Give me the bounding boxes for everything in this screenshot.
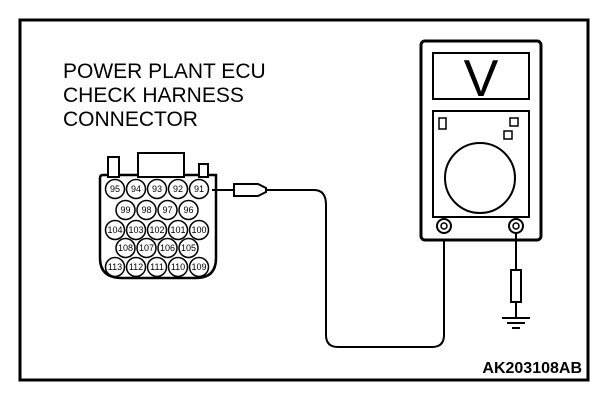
connector-pin bbox=[125, 219, 147, 241]
connector-pin bbox=[115, 199, 136, 221]
connector-pin bbox=[104, 178, 126, 200]
pin-label: 112 bbox=[129, 262, 143, 272]
connector-pin bbox=[146, 219, 168, 241]
connector-pin bbox=[115, 237, 136, 259]
pin-label: 110 bbox=[171, 262, 185, 272]
pin-label: 105 bbox=[181, 243, 196, 253]
range-button-right bbox=[503, 130, 513, 140]
pin-label: 113 bbox=[108, 262, 122, 272]
pin-label: 96 bbox=[183, 205, 193, 215]
pin-label: 108 bbox=[118, 243, 133, 253]
connector-pin bbox=[188, 256, 210, 278]
connector-pin bbox=[136, 199, 157, 221]
connector-pin bbox=[178, 237, 199, 259]
figure-frame bbox=[18, 18, 590, 382]
title-line-1: POWER PLANT ECU bbox=[63, 60, 266, 83]
pin-label: 103 bbox=[128, 225, 143, 235]
pin-label: 109 bbox=[191, 262, 206, 272]
connector-pin bbox=[146, 256, 168, 278]
jack-left bbox=[436, 218, 452, 234]
title-line-2: CHECK HARNESS bbox=[63, 84, 244, 107]
rotary-dial bbox=[444, 142, 516, 214]
pin-label: 101 bbox=[170, 225, 185, 235]
connector-pins: 95 94 93 92 91 99 98 97 96 104 103 102 101 100 108 107 1… bbox=[104, 178, 210, 278]
pin-label: 92 bbox=[173, 184, 183, 194]
pin-label: 93 bbox=[152, 184, 162, 194]
pin-label: 94 bbox=[131, 184, 141, 194]
connector-tab-right bbox=[198, 163, 209, 178]
pin-label: 95 bbox=[110, 184, 120, 194]
range-button-top-right bbox=[509, 117, 519, 127]
pin-label: 91 bbox=[194, 184, 204, 194]
connector-pin bbox=[167, 219, 189, 241]
probe-body bbox=[233, 183, 267, 197]
voltmeter: V bbox=[419, 39, 543, 242]
pin-label: 102 bbox=[149, 225, 164, 235]
test-lead bbox=[266, 189, 445, 348]
connector-pin bbox=[167, 178, 189, 200]
connector-pin bbox=[136, 237, 157, 259]
ground-icon bbox=[502, 317, 530, 329]
pin-label: 107 bbox=[139, 243, 154, 253]
connector-pin bbox=[125, 178, 147, 200]
jack-left-inner bbox=[440, 222, 448, 230]
pin-label: 97 bbox=[162, 205, 172, 215]
pin-label: 106 bbox=[160, 243, 175, 253]
connector-pin bbox=[146, 178, 168, 200]
range-switch-left bbox=[438, 117, 447, 130]
connector-pin bbox=[188, 219, 210, 241]
meter-display bbox=[432, 52, 530, 100]
connector-pin bbox=[157, 237, 178, 259]
ground-probe bbox=[510, 269, 522, 303]
connector-pin bbox=[125, 256, 147, 278]
connector-tab-left bbox=[107, 156, 120, 178]
display-symbol: V bbox=[464, 50, 499, 108]
connector-pin bbox=[104, 219, 126, 241]
pin-label: 99 bbox=[120, 205, 130, 215]
pin-label: 111 bbox=[150, 262, 164, 272]
jack-right bbox=[508, 218, 524, 234]
title-line-3: CONNECTOR bbox=[63, 108, 198, 131]
pin-label: 98 bbox=[141, 205, 151, 215]
test-probe bbox=[212, 183, 267, 197]
jack-right-inner bbox=[512, 222, 520, 230]
connector-lock bbox=[137, 152, 185, 178]
pin-label: 104 bbox=[107, 225, 122, 235]
ecu-connector: 95 94 93 92 91 99 98 97 96 104 103 102 101 100 108 107 1… bbox=[98, 152, 218, 280]
pin-label: 100 bbox=[191, 225, 206, 235]
ground-lead bbox=[510, 233, 522, 318]
connector-pin bbox=[167, 256, 189, 278]
figure-code: AK203108AB bbox=[482, 360, 582, 377]
connector-pin bbox=[104, 256, 126, 278]
connector-pin bbox=[178, 199, 199, 221]
connector-pin bbox=[157, 199, 178, 221]
connector-pin bbox=[188, 178, 210, 200]
